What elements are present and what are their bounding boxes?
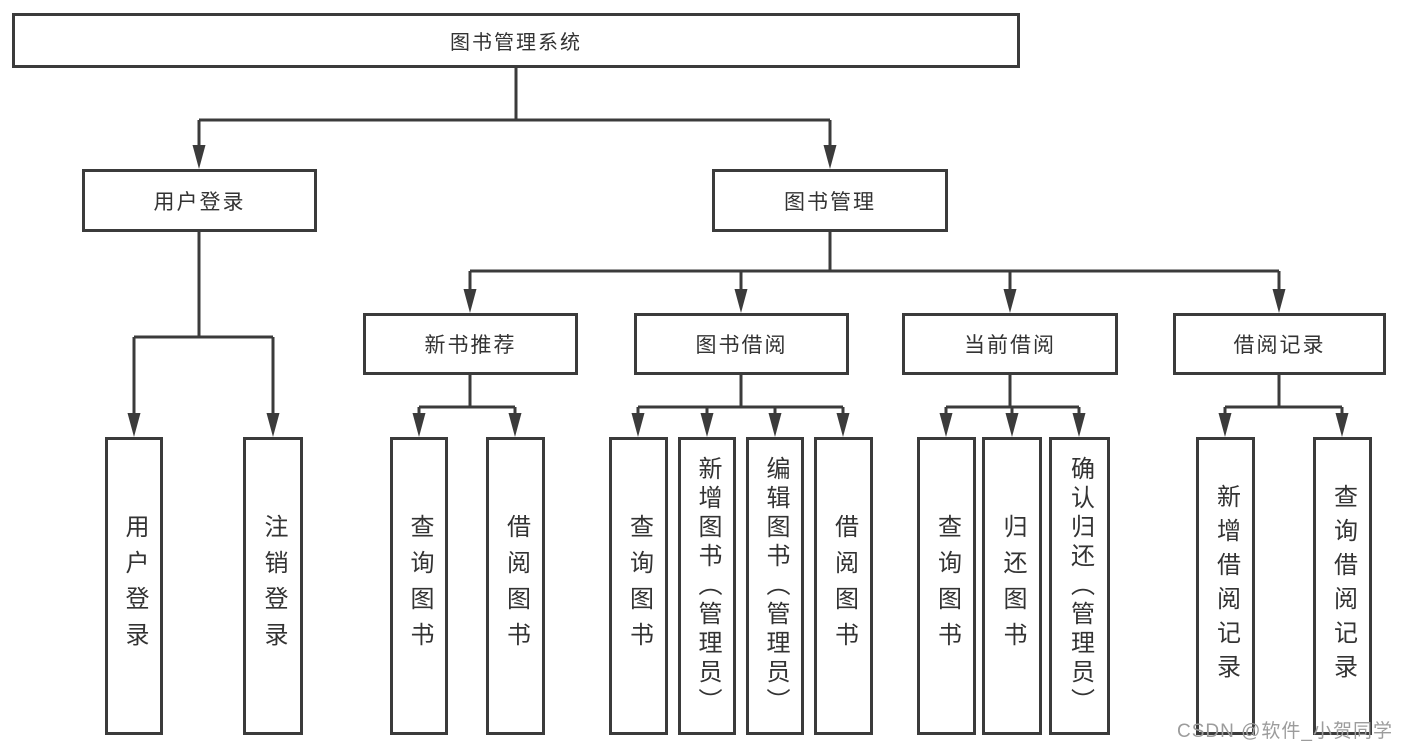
node-book-borrow: 图书借阅 — [634, 313, 849, 375]
node-user-login: 用户登录 — [82, 169, 317, 232]
leaf-nbr-borrow-books: 借阅图书 — [486, 437, 545, 735]
leaf-label: 查询借阅记录 — [1329, 484, 1357, 688]
leaf-label: 新增图书（管理员） — [694, 455, 721, 717]
node-new-book-recommend: 新书推荐 — [363, 313, 578, 375]
leaf-label: 注销登录 — [260, 514, 287, 658]
csdn-watermark: CSDN @软件_小贺同学 — [1177, 721, 1393, 742]
leaf-label: 确认归还（管理员） — [1066, 455, 1094, 717]
leaf-bb-borrow-books: 借阅图书 — [814, 437, 873, 735]
leaf-bb-edit-books-admin: 编辑图书（管理员） — [746, 437, 804, 735]
leaf-label: 借阅图书 — [830, 514, 858, 658]
node-current-borrow: 当前借阅 — [902, 313, 1118, 375]
leaf-label: 借阅图书 — [502, 514, 530, 658]
leaf-label: 用户登录 — [121, 514, 148, 658]
leaf-bb-query-books: 查询图书 — [609, 437, 668, 735]
leaf-cb-confirm-return-admin: 确认归还（管理员） — [1049, 437, 1110, 735]
leaf-user-login: 用户登录 — [105, 437, 163, 735]
leaf-label: 新增借阅记录 — [1212, 484, 1240, 688]
leaf-br-query-record: 查询借阅记录 — [1313, 437, 1372, 735]
node-book-management: 图书管理 — [712, 169, 948, 232]
leaf-logout: 注销登录 — [243, 437, 303, 735]
leaf-label: 编辑图书（管理员） — [762, 455, 789, 717]
leaf-nbr-query-books: 查询图书 — [390, 437, 448, 735]
leaf-label: 查询图书 — [933, 514, 961, 658]
leaf-label: 归还图书 — [999, 514, 1026, 658]
leaf-br-add-record: 新增借阅记录 — [1196, 437, 1255, 735]
leaf-cb-query-books: 查询图书 — [917, 437, 976, 735]
leaf-cb-return-books: 归还图书 — [982, 437, 1042, 735]
leaf-bb-add-books-admin: 新增图书（管理员） — [678, 437, 736, 735]
leaf-label: 查询图书 — [406, 514, 433, 658]
node-root-library-system: 图书管理系统 — [12, 13, 1020, 68]
leaf-label: 查询图书 — [625, 514, 653, 658]
node-borrow-records: 借阅记录 — [1173, 313, 1386, 375]
